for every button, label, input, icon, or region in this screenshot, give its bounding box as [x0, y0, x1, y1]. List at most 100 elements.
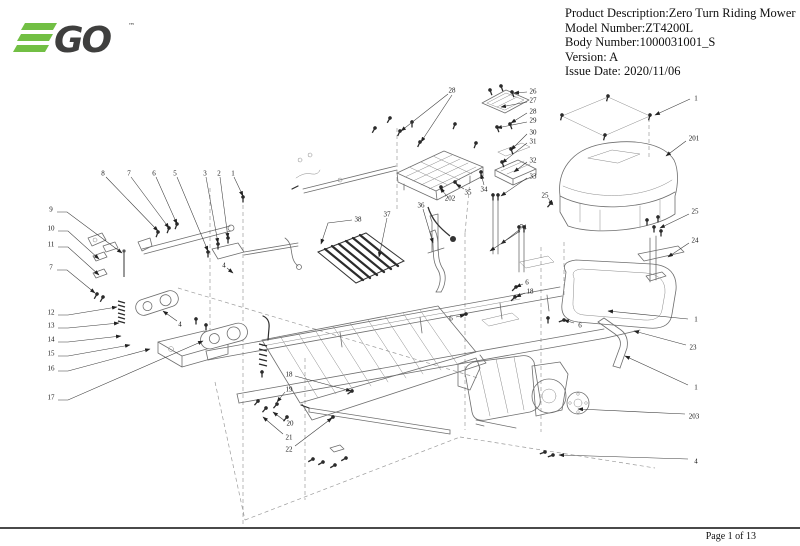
- callout-number: 6: [525, 279, 529, 287]
- callout-number: 201: [689, 135, 700, 143]
- callout-number: 5: [173, 170, 177, 178]
- callout-leader: [272, 411, 286, 422]
- chassis-frame-drawing: [157, 213, 677, 421]
- steering-levers-drawing: [87, 224, 302, 270]
- callout-leader: [226, 267, 234, 274]
- callout-number: 20: [287, 420, 295, 428]
- callout-leader: [105, 176, 159, 232]
- callout-number: 6: [578, 322, 582, 330]
- callout-leader: [276, 391, 286, 403]
- callout-leader: [58, 348, 151, 372]
- callout-leader: [480, 173, 485, 186]
- product-info-line: Version: A: [565, 49, 619, 64]
- callout-leader: [659, 213, 690, 229]
- callout-number: 27: [530, 97, 538, 105]
- rear-bracket-drawing: [637, 235, 685, 283]
- wire-harness-drawing: [427, 206, 456, 242]
- construction-dashed-lines: [177, 118, 656, 524]
- product-info: Product Description:Zero Turn Riding Mow…: [565, 6, 796, 79]
- callout-leader: [420, 94, 453, 143]
- callout-number: 23: [690, 344, 698, 352]
- callout-number: 17: [48, 394, 56, 402]
- callout-leader: [58, 246, 100, 276]
- callout-number: 32: [530, 157, 538, 165]
- callout-number: 29: [530, 117, 538, 125]
- callout-number: 6: [449, 315, 453, 323]
- callout-number: 14: [48, 336, 56, 344]
- callout-number: 1: [694, 316, 698, 324]
- callout-leader: [57, 211, 123, 254]
- callout-leader: [294, 375, 352, 392]
- callout-number: 37: [384, 211, 392, 219]
- callout-number: 4: [694, 458, 698, 466]
- callout-number: 6: [152, 170, 156, 178]
- ego-logo-trademark: ™: [128, 22, 135, 30]
- callout-number: 2: [217, 170, 221, 178]
- callout-number: 19: [286, 386, 294, 394]
- battery-tray-drawing: [291, 150, 484, 201]
- ego-logo-svg: GO ™: [13, 20, 135, 61]
- callout-number: 30: [530, 129, 538, 137]
- product-info-line: Product Description:Zero Turn Riding Mow…: [565, 6, 796, 20]
- l-bracket-drawing: [597, 317, 628, 369]
- callout-leader: [496, 121, 528, 129]
- callout-number: 11: [48, 241, 55, 249]
- callout-number: 1: [694, 95, 698, 103]
- callout-number: 34: [481, 186, 489, 194]
- callout-number: 4: [178, 321, 182, 329]
- callout-leader: [58, 334, 122, 343]
- callout-leader: [510, 112, 528, 124]
- callout-number: 9: [49, 206, 53, 214]
- callout-leader: [515, 292, 526, 298]
- callout-number: 202: [445, 195, 456, 203]
- callout-leader: [219, 176, 230, 239]
- callout-leader: [455, 314, 466, 319]
- callout-number: 12: [48, 309, 56, 317]
- callout-number: 25: [542, 192, 550, 200]
- callout-leader: [455, 183, 465, 190]
- callout-leader: [501, 142, 528, 164]
- callout-number: 203: [689, 413, 700, 421]
- pedal-plates-drawing: [135, 290, 248, 350]
- callout-number: 36: [418, 202, 426, 210]
- callout-number: 31: [530, 138, 538, 146]
- callout-number: 21: [286, 434, 294, 442]
- product-info-line: Model Number:ZT4200L: [565, 20, 694, 35]
- callout-leader: [500, 177, 528, 197]
- callout-leader: [500, 101, 528, 109]
- brake-rod-drawing: [300, 404, 451, 453]
- ego-logo-wordmark: GO: [54, 20, 112, 61]
- callout-number: 4: [222, 262, 226, 270]
- callout-leader: [176, 176, 209, 252]
- callout-leader: [624, 355, 689, 386]
- callout-leader: [262, 416, 284, 435]
- controller-box-drawing: [494, 142, 537, 186]
- callout-leader: [607, 309, 689, 320]
- footer-rule: [0, 527, 800, 529]
- page-number-label: Page 1 of 13: [705, 531, 756, 542]
- callout-leader: [58, 340, 204, 401]
- callout-leader: [558, 453, 689, 460]
- callout-number: 8: [101, 170, 105, 178]
- left-hardware-drawing: [92, 249, 270, 367]
- threaded-rods-drawing: [492, 195, 525, 273]
- top-plate-drawing: [481, 89, 530, 114]
- callout-leader: [155, 176, 178, 225]
- callout-number: 22: [286, 446, 294, 454]
- callout-leader: [320, 219, 353, 245]
- callout-number: 7: [49, 264, 53, 272]
- callout-leader: [130, 176, 170, 229]
- callout-leader: [654, 98, 691, 116]
- callout-leader: [162, 310, 178, 322]
- callout-leader: [563, 319, 575, 324]
- callout-leader: [439, 187, 447, 196]
- callout-leader: [422, 208, 434, 244]
- callout-leader: [57, 269, 96, 294]
- callout-leader: [58, 321, 120, 329]
- callout-number: 74: [520, 224, 528, 232]
- callout-number: 7: [127, 170, 131, 178]
- callout-number: 18: [286, 371, 294, 379]
- callout-number: 35: [465, 189, 473, 197]
